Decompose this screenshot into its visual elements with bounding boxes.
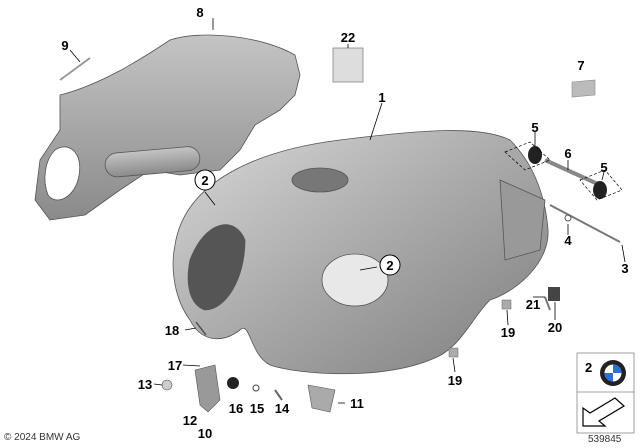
part-label-16[interactable]: 16 xyxy=(229,401,243,416)
fuel-tank-part-1[interactable] xyxy=(172,130,549,375)
part-label-2[interactable]: 2 xyxy=(386,258,393,273)
part-label-19[interactable]: 19 xyxy=(501,325,515,340)
part-label-19[interactable]: 19 xyxy=(448,373,462,388)
callout-circle xyxy=(379,254,401,276)
mount-hardware[interactable] xyxy=(448,146,621,358)
part-label-14[interactable]: 14 xyxy=(275,401,290,416)
bottom-hardware[interactable] xyxy=(161,321,336,413)
part-label-9[interactable]: 9 xyxy=(61,38,68,53)
legend-number: 2 xyxy=(585,360,592,375)
legend-box: 2 xyxy=(576,352,635,434)
arrow-icon xyxy=(582,397,626,427)
part-label-12[interactable]: 12 xyxy=(183,413,197,428)
part-label-21[interactable]: 21 xyxy=(526,297,540,312)
part-label-8[interactable]: 8 xyxy=(196,5,203,20)
part-label-7[interactable]: 7 xyxy=(577,58,584,73)
part-label-4[interactable]: 4 xyxy=(564,233,572,248)
part-label-13[interactable]: 13 xyxy=(138,377,152,392)
part-label-11[interactable]: 11 xyxy=(350,396,364,411)
part-label-5[interactable]: 5 xyxy=(531,120,538,135)
bmw-roundel-icon xyxy=(600,360,626,386)
copyright: © 2024 BMW AG xyxy=(4,432,81,443)
part-label-18[interactable]: 18 xyxy=(165,323,179,338)
diagram-id: 539845 xyxy=(588,434,622,445)
wire-part-9[interactable] xyxy=(59,57,91,81)
part-label-15[interactable]: 15 xyxy=(250,401,264,416)
part-label-17[interactable]: 17 xyxy=(168,358,182,373)
part-label-1[interactable]: 1 xyxy=(378,90,385,105)
part-label-10[interactable]: 10 xyxy=(198,426,212,441)
part-label-3[interactable]: 3 xyxy=(621,261,628,276)
part-label-20[interactable]: 20 xyxy=(548,320,562,335)
part-label-2[interactable]: 2 xyxy=(201,173,208,188)
leader-lines xyxy=(69,18,626,404)
part-label-5[interactable]: 5 xyxy=(600,160,607,175)
callout-circle xyxy=(194,169,216,191)
label-sticker-part-22[interactable] xyxy=(332,47,364,83)
pad-part-7[interactable] xyxy=(571,79,596,98)
part-label-6[interactable]: 6 xyxy=(564,146,571,161)
frame-cover-part-8[interactable] xyxy=(34,34,301,221)
part-label-22[interactable]: 22 xyxy=(341,30,355,45)
